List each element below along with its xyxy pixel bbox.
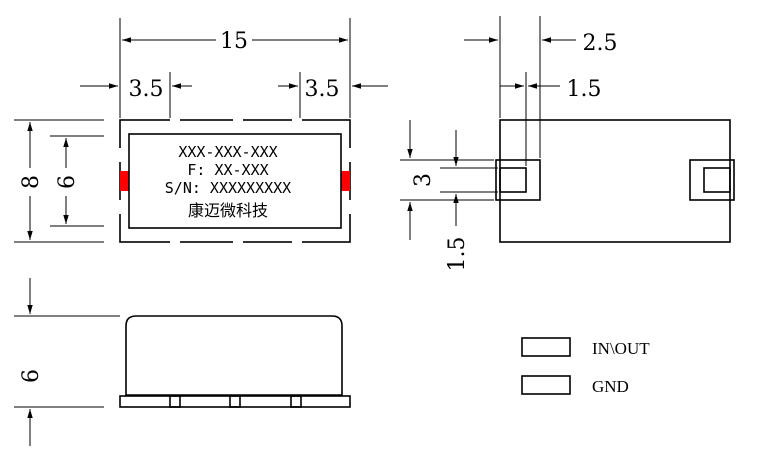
notch [292, 116, 302, 124]
notch [346, 148, 354, 162]
dim-label: 15 [220, 29, 248, 54]
legend-gnd-swatch [521, 375, 571, 395]
in-out-pad [120, 171, 129, 191]
dim-label: 2.5 [583, 31, 618, 56]
bottom-view [495, 119, 735, 243]
marking-line-4: 康迈微科技 [188, 201, 268, 220]
dim-top-left-pad: 3.5 [80, 72, 192, 118]
dim-side-height: 6 [14, 278, 120, 446]
side-view-lead [229, 395, 241, 408]
notch [346, 200, 354, 214]
bottom-view-body [499, 119, 731, 243]
side-view-lead [290, 395, 302, 408]
dim-pad-width: 2.5 [464, 16, 618, 158]
side-view-lead [169, 395, 181, 408]
notch [116, 200, 124, 214]
dim-top-right-pad: 3.5 [278, 72, 388, 118]
dim-label: 8 [19, 175, 44, 189]
in-out-pad [499, 167, 527, 193]
dim-label: 3 [411, 173, 436, 187]
dim-label: 6 [55, 175, 80, 189]
dim-pad-offset: 1.5 [440, 130, 498, 272]
notch [233, 116, 243, 124]
pad-cutout [689, 159, 735, 201]
pad-cutout [495, 159, 541, 201]
notch [233, 238, 243, 246]
dim-left-inner: 6 [50, 135, 104, 227]
marking-line-3: S/N: XXXXXXXXX [165, 179, 291, 197]
side-view [119, 315, 351, 408]
legend-in-out-swatch [521, 337, 571, 357]
dim-label: 1.5 [567, 77, 602, 102]
in-out-pad [703, 167, 731, 193]
dim-label: 3.5 [129, 77, 164, 102]
dim-top-total: 15 [119, 18, 351, 118]
notch [170, 116, 180, 124]
marking-area [128, 133, 342, 229]
legend: IN\OUT GND [521, 337, 650, 396]
dim-pad-gap: 1.5 [500, 72, 602, 166]
dim-label: 1.5 [445, 237, 470, 272]
side-view-base [119, 395, 351, 408]
dim-label: 6 [19, 369, 44, 383]
side-view-can [125, 315, 343, 396]
legend-gnd-label: GND [592, 377, 629, 396]
notch [292, 238, 302, 246]
marking-line-1: XXX-XXX-XXX [178, 143, 277, 161]
dim-label: 3.5 [305, 77, 340, 102]
top-view: XXX-XXX-XXX F: XX-XXX S/N: XXXXXXXXX 康迈微… [116, 116, 354, 246]
dim-pad-height: 3 [400, 120, 494, 240]
legend-in-out-label: IN\OUT [592, 339, 650, 358]
dim-left-height: 8 [14, 119, 104, 243]
notch [170, 238, 180, 246]
notch [116, 148, 124, 162]
marking-line-2: F: XX-XXX [187, 161, 268, 179]
in-out-pad [341, 171, 350, 191]
